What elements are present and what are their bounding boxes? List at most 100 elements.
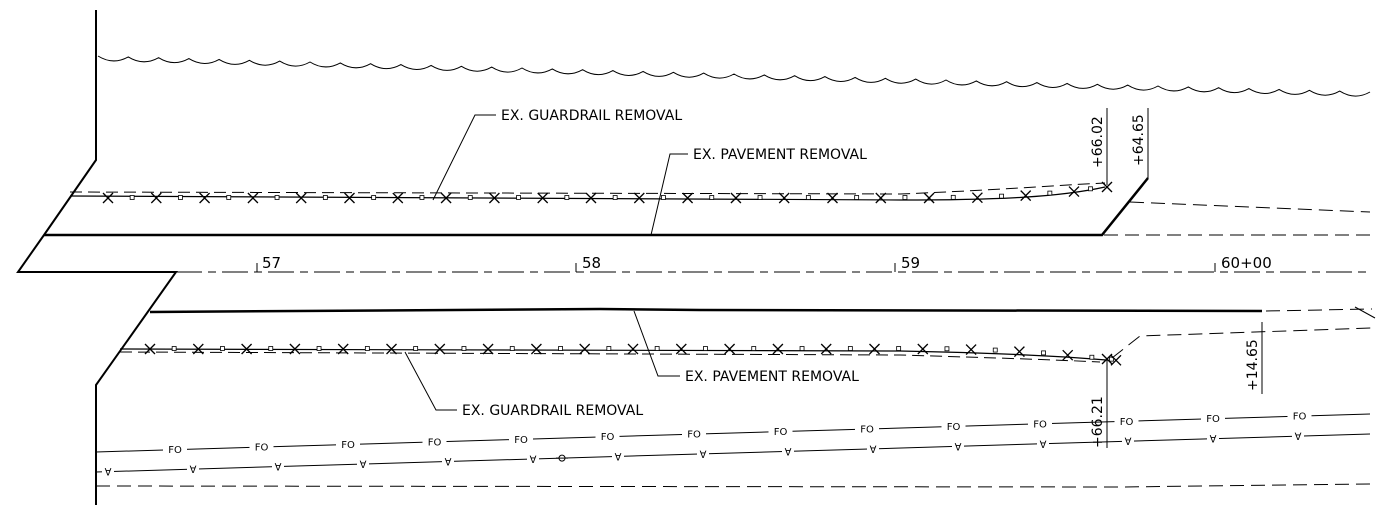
guardrail-x-mark — [585, 192, 597, 204]
guardrail-x-mark — [199, 192, 211, 204]
guardrail-x-mark — [386, 343, 397, 355]
guardrail-post — [509, 346, 515, 351]
water-symbol-bg — [697, 446, 709, 459]
leader-guardrail-top — [432, 114, 496, 201]
water-symbol-bg — [102, 464, 114, 477]
guardrail-x-mark — [1062, 349, 1074, 361]
guardrail-x-mark — [144, 343, 156, 355]
water-symbol: ∀ — [105, 468, 112, 479]
fo-label: FO — [1120, 417, 1134, 428]
guardrail-x-mark — [724, 343, 736, 355]
guardrail-marks-top — [102, 181, 1113, 204]
fo-label-bg — [768, 424, 793, 437]
water-symbol: ∀ — [360, 460, 367, 471]
guardrail-post — [171, 346, 177, 351]
guardrail-post — [661, 195, 666, 200]
label-guardrail-bottom: EX. GUARDRAIL REMOVAL — [462, 403, 643, 419]
offset-bottom-left: +66.21 — [1090, 396, 1106, 448]
fo-label: FO — [341, 440, 355, 451]
guardrail-post — [799, 346, 805, 351]
guardrail-post — [703, 346, 708, 351]
water-symbol: ∀ — [700, 450, 707, 461]
guardrail-x-mark — [1068, 186, 1080, 198]
fo-label-bg — [595, 429, 620, 442]
fo-label: FO — [774, 427, 788, 438]
guardrail-post — [558, 346, 563, 351]
guardrail-x-mark — [820, 343, 832, 355]
guardrail-post — [268, 346, 274, 351]
fo-label-bg — [682, 427, 706, 440]
guardrail-x-mark — [965, 344, 977, 356]
guardrail-post — [1047, 190, 1053, 196]
fo-label-bg — [422, 434, 447, 447]
guardrail-post — [467, 195, 473, 200]
guardrail-post — [992, 347, 998, 353]
guardrail-post — [274, 195, 280, 200]
offset-line-top-ext — [1129, 201, 1371, 213]
fo-label-bg — [1201, 411, 1225, 424]
fo-label-bg — [336, 437, 360, 450]
guardrail-line-top-a — [69, 186, 1106, 201]
guardrail-x-mark — [289, 343, 301, 355]
guardrail-x-mark — [344, 192, 355, 204]
guardrail-x-mark — [241, 343, 253, 355]
fo-label: FO — [514, 435, 528, 446]
station-58: 58 — [582, 254, 601, 272]
water-symbol: ∀ — [275, 463, 282, 474]
guardrail-post — [612, 195, 618, 200]
guardrail-x-mark — [295, 192, 307, 204]
guardrail-post — [461, 346, 467, 351]
guardrail-post — [178, 195, 183, 200]
guardrail-post — [854, 195, 860, 200]
water-symbol-bg — [867, 441, 879, 454]
fo-label: FO — [168, 445, 182, 456]
water-symbol: ∀ — [955, 442, 962, 453]
fo-label: FO — [601, 432, 615, 443]
guardrail-post — [751, 346, 757, 351]
leader-pavement-top — [650, 153, 688, 236]
station-57: 57 — [262, 254, 281, 272]
guardrail-post — [419, 195, 425, 200]
guardrail-post — [564, 195, 570, 200]
water-symbol-bg — [442, 454, 454, 467]
guardrail-x-mark — [730, 192, 742, 204]
guardrail-post — [902, 195, 908, 200]
water-symbol-bg — [612, 449, 624, 462]
guardrail-x-mark — [102, 192, 114, 204]
station-ticks — [256, 263, 1216, 272]
fo-label: FO — [1206, 414, 1220, 425]
fo-label: FO — [687, 430, 701, 441]
water-symbol: ∀ — [530, 455, 537, 466]
fo-label: FO — [255, 443, 269, 454]
water-symbol-bg — [187, 462, 199, 475]
guardrail-post — [896, 346, 902, 351]
water-symbol: ∀ — [1295, 432, 1302, 443]
guardrail-post — [322, 195, 328, 200]
guardrail-post — [413, 346, 419, 351]
water-symbol-bg — [357, 457, 369, 470]
guardrail-x-mark — [434, 343, 446, 355]
fo-label: FO — [860, 425, 874, 436]
guardrail-x-mark — [1013, 346, 1025, 358]
guardrail-line-bottom-b — [119, 351, 1101, 363]
guardrail-x-mark — [627, 343, 639, 355]
fo-label: FO — [1293, 412, 1307, 423]
offset-top-right: +64.65 — [1131, 114, 1147, 166]
pavement-edge-bottom — [149, 307, 1263, 314]
guardrail-x-mark — [869, 343, 880, 355]
guardrail-x-mark — [1020, 190, 1032, 202]
fo-label-bg — [941, 419, 966, 432]
water-symbol-bg — [527, 451, 539, 464]
guardrail-x-mark — [337, 343, 349, 355]
guardrail-post — [999, 193, 1004, 199]
water-symbol-bg — [1122, 434, 1134, 447]
label-pavement-bottom: EX. PAVEMENT REMOVAL — [685, 369, 859, 385]
label-pavement-top: EX. PAVEMENT REMOVAL — [693, 147, 867, 163]
guardrail-x-mark — [682, 192, 694, 204]
guardrail-post — [516, 195, 521, 200]
water-symbol: ∀ — [445, 458, 452, 469]
guardrail-post — [757, 195, 763, 200]
water-symbol: ∀ — [1040, 440, 1047, 451]
leader-pavement-bottom — [633, 310, 680, 377]
